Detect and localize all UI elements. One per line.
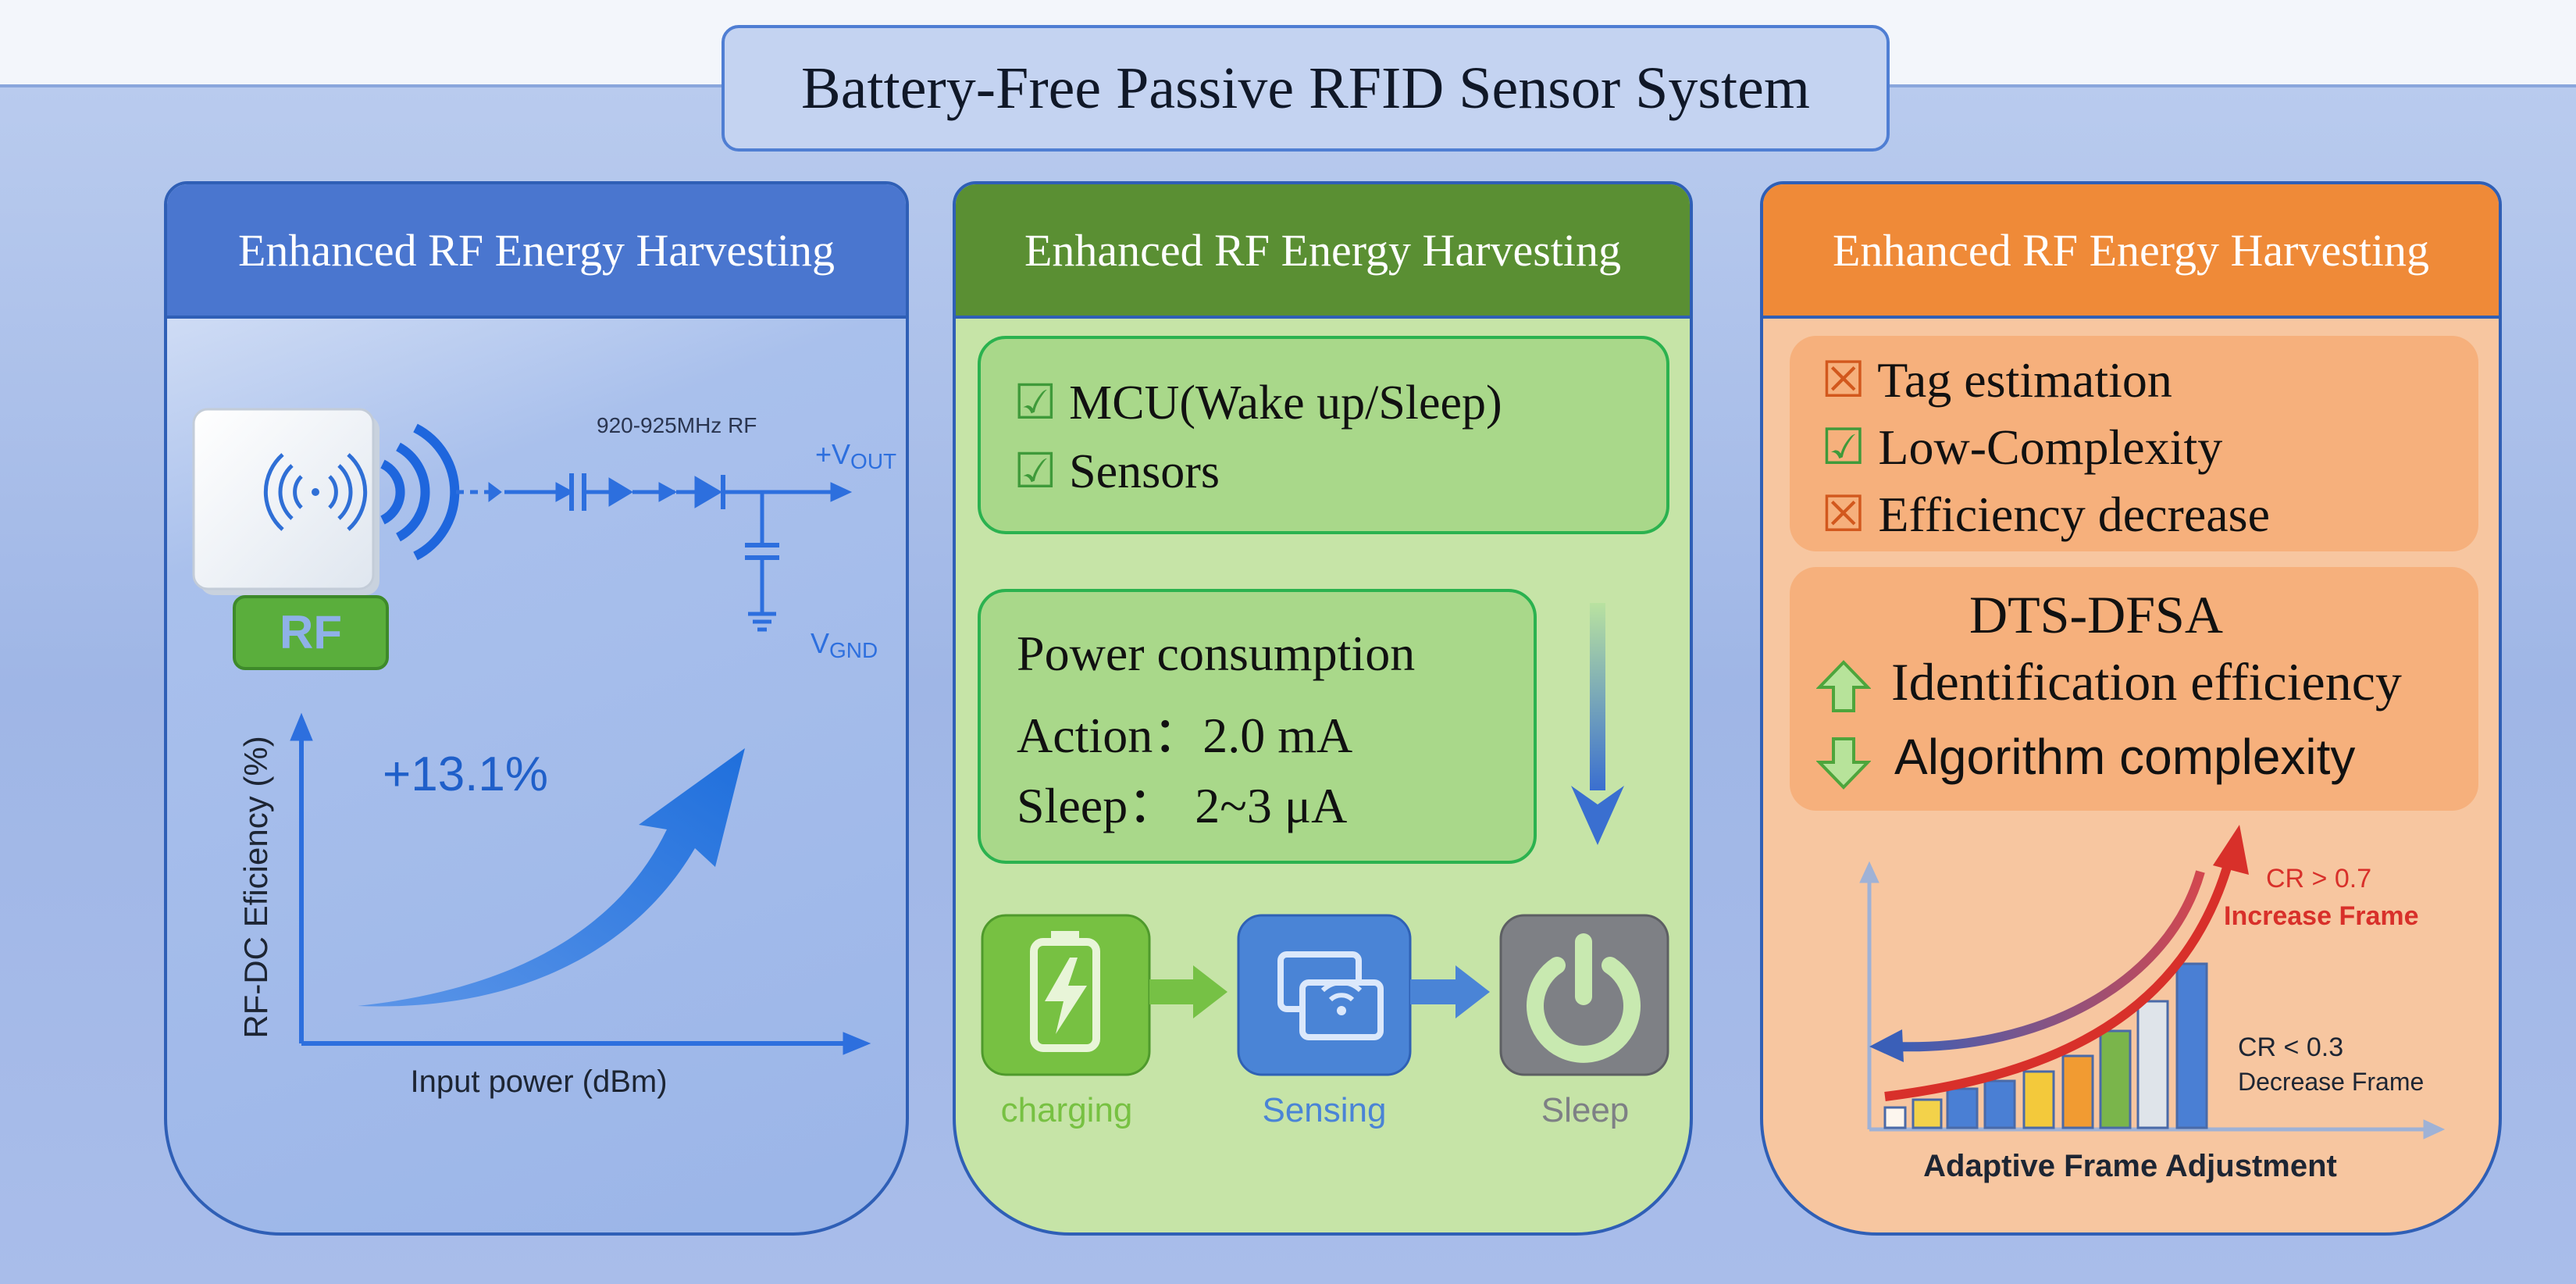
state-label-charging: charging [1001, 1091, 1133, 1129]
check-list-box: ☑ MCU(Wake up/Sleep) ☑ Sensors [978, 336, 1669, 534]
vgnd-label: VGND [811, 627, 878, 662]
panel-anticollision: Enhanced RF Energy Harvesting ☒ Tag esti… [1760, 181, 2502, 1236]
cross-icon: ☒ [1821, 487, 1866, 542]
panel-rf-harvesting: Enhanced RF Energy Harvesting [164, 181, 909, 1236]
efficiency-gain-arrow [358, 748, 745, 1007]
decrease-arrowhead [1869, 1029, 1904, 1062]
increase-frame-label: Increase Frame [2224, 901, 2419, 931]
power-consumption-box: Power consumption Action：2.0 mA Sleep：2~… [978, 589, 1537, 864]
tradeoff-item-tag-estimation: ☒ Tag estimation [1821, 352, 2172, 408]
state-label-sleep: Sleep [1541, 1091, 1630, 1129]
y-axis-label: RF-DC Eficiency (%) [237, 736, 274, 1038]
charging-icon [981, 914, 1151, 1076]
check-icon: ☑ [1014, 445, 1057, 498]
gain-label: +13.1% [383, 747, 548, 801]
rf-badge-label: RF [280, 606, 342, 658]
rf-badge [233, 595, 389, 670]
tradeoff-item-low-complexity: ☑ Low-Complexity [1821, 419, 2223, 475]
frequency-label: 920-925MHz RF [597, 413, 757, 437]
rfid-tag-icon [192, 408, 379, 595]
cross-icon: ☒ [1821, 352, 1866, 408]
sensing-icon [1237, 914, 1412, 1076]
check-icon: ☑ [1821, 419, 1866, 475]
decrease-arrow-line [1895, 870, 2205, 1052]
power-icon [1499, 914, 1669, 1076]
x-axis-label: Input power (dBm) [410, 1065, 667, 1099]
vout-label: +VOUT [815, 438, 896, 473]
check-item-sensors: ☑ Sensors [1014, 445, 1220, 498]
panel-header-middle: Enhanced RF Energy Harvesting [956, 184, 1690, 319]
dts-dfsa-title: DTS-DFSA [1969, 585, 2223, 644]
up-arrow-icon [1816, 660, 1871, 712]
panel-low-power: Enhanced RF Energy Harvesting ☑ MCU(Wake… [953, 181, 1693, 1236]
increase-arrowhead [2213, 825, 2249, 875]
chart-axes [1859, 861, 2446, 1140]
increase-arrow-line [1884, 861, 2233, 1101]
down-arrow-icon [1571, 603, 1624, 845]
check-item-mcu: ☑ MCU(Wake up/Sleep) [1014, 376, 1502, 430]
flow-arrow-icon [1149, 965, 1227, 1018]
rectifier-circuit [456, 473, 853, 632]
tradeoff-list-box: ☒ Tag estimation ☑ Low-Complexity ☒ Effi… [1790, 336, 2478, 551]
dts-dfsa-box: DTS-DFSA Identification efficiency Algor… [1790, 567, 2478, 811]
chart-caption: Adaptive Frame Adjustment [1923, 1149, 2337, 1183]
check-icon: ☑ [1014, 376, 1057, 430]
cr-low-label: CR < 0.3 [2238, 1033, 2343, 1062]
adaptive-frame-chart: CR > 0.7 Increase Frame CR < 0.3 Decreas… [1859, 825, 2446, 1183]
rf-harvesting-illustration: RF 920-925MHz RF +VOUT [192, 408, 896, 1099]
up-text: Identification efficiency [1891, 652, 2402, 712]
efficiency-axes [290, 712, 871, 1055]
power-title: Power consumption [1017, 626, 1416, 681]
decrease-frame-label: Decrease Frame [2238, 1068, 2424, 1096]
tradeoff-item-efficiency-decrease: ☒ Efficiency decrease [1821, 487, 2270, 542]
state-flow-illustration: charging Sensing Sleep [981, 603, 1669, 1129]
cr-high-label: CR > 0.7 [2266, 864, 2371, 893]
down-text: Algorithm complexity [1894, 729, 2356, 785]
panel-header-right: Enhanced RF Energy Harvesting [1763, 184, 2499, 319]
frame-size-bars [1883, 962, 2208, 1129]
sleep-row: Sleep：2~3 μA [1017, 778, 1348, 833]
action-row: Action：2.0 mA [1017, 708, 1353, 763]
rf-wave-icon [380, 423, 460, 561]
flow-arrow-icon [1410, 965, 1490, 1018]
page-title: Battery-Free Passive RFID Sensor System [721, 25, 1890, 152]
panel-header-left: Enhanced RF Energy Harvesting [167, 184, 906, 319]
state-label-sensing: Sensing [1262, 1091, 1386, 1129]
down-arrow-icon [1816, 737, 1871, 790]
